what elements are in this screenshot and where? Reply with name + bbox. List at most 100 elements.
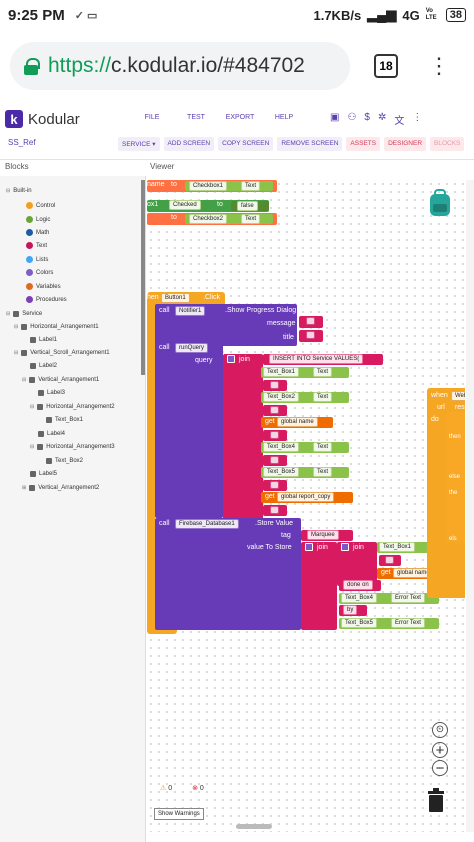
kodular-logo[interactable]: k Kodular xyxy=(5,110,80,128)
property-dropdown[interactable]: Checked xyxy=(169,200,201,210)
text-string-block[interactable]: by xyxy=(339,605,367,616)
blocks-workspace[interactable]: name to Checkbox1 Text ox1 Checked to fa… xyxy=(147,180,465,832)
component-dropdown[interactable]: Notifier1 xyxy=(175,306,206,316)
assets-button[interactable]: ASSETS xyxy=(346,137,381,151)
text-value[interactable]: Marquee xyxy=(307,530,339,540)
designer-button[interactable]: DESIGNER xyxy=(384,137,427,151)
tree-component[interactable]: ⊟Horizontal_Arrangement2 xyxy=(30,404,115,410)
component-dropdown[interactable]: Text_Box4 xyxy=(263,442,300,452)
browser-menu-icon[interactable]: ⋮ xyxy=(428,53,450,78)
join-block[interactable]: join xyxy=(337,542,377,586)
property-dropdown[interactable]: Text xyxy=(313,467,333,477)
tree-component[interactable]: Label3 xyxy=(38,390,65,396)
component-dropdown[interactable]: Text_Box5 xyxy=(341,618,378,628)
component-getter[interactable]: Text_Box5 Text xyxy=(261,467,349,478)
more-icon[interactable]: ⋮ xyxy=(412,112,423,123)
variable-dropdown[interactable]: global name xyxy=(277,417,318,427)
blocks-scrollbar[interactable] xyxy=(141,180,145,375)
tree-procedures[interactable]: Procedures xyxy=(26,296,67,303)
users-icon[interactable]: ⚇ xyxy=(347,112,357,123)
menu-file[interactable]: FILE xyxy=(144,114,160,121)
component-dropdown[interactable]: Text_Box1 xyxy=(263,367,300,377)
tree-component[interactable]: Text_Box2 xyxy=(46,458,83,464)
property-dropdown[interactable]: Text xyxy=(241,214,261,224)
tree-component[interactable]: Label1 xyxy=(30,337,57,343)
mutator-gear-icon[interactable] xyxy=(227,355,235,363)
translate-icon[interactable]: 文 xyxy=(394,116,405,127)
tree-component[interactable]: ⊟Vertical_Scroll_Arrangement1 xyxy=(14,350,110,356)
tree-component[interactable]: ⊞Vertical_Arrangement2 xyxy=(22,485,99,491)
component-dropdown[interactable]: Text_Box5 xyxy=(263,467,300,477)
tree-variables[interactable]: Variables xyxy=(26,283,61,290)
folder-add-icon[interactable]: ▣ xyxy=(330,112,340,123)
component-getter[interactable]: Checkbox2 Text xyxy=(185,214,273,224)
backpack-icon[interactable] xyxy=(427,188,453,218)
tree-component[interactable]: Text_Box1 xyxy=(46,417,83,423)
show-warnings-button[interactable]: Show Warnings xyxy=(154,808,204,820)
call-block[interactable]: call Notifier1 .Show Progress Dialog mes… xyxy=(155,304,297,346)
workspace-horizontal-scrollbar[interactable] xyxy=(236,824,272,829)
tree-math[interactable]: Math xyxy=(26,229,49,236)
property-dropdown[interactable]: Error Text xyxy=(391,618,425,628)
text-string-block[interactable] xyxy=(263,430,287,441)
join-block[interactable]: join xyxy=(301,542,337,630)
tree-component[interactable]: Label4 xyxy=(38,431,65,437)
tree-component[interactable]: ⊟Vertical_Arrangement1 xyxy=(22,377,99,383)
component-getter[interactable]: Text_Box2 Text xyxy=(261,392,349,403)
component-getter[interactable]: Text_Box4 Text xyxy=(261,442,349,453)
component-dropdown[interactable]: Web xyxy=(451,391,465,401)
tree-lists[interactable]: Lists xyxy=(26,256,48,263)
menu-test[interactable]: TEST xyxy=(187,114,205,121)
call-block[interactable]: call Firebase_Database1 .Store Value tag… xyxy=(155,518,301,630)
text-value[interactable]: done on xyxy=(343,580,373,590)
add-screen-button[interactable]: ADD SCREEN xyxy=(163,137,215,151)
trash-icon[interactable] xyxy=(427,788,445,812)
tree-logic[interactable]: Logic xyxy=(26,216,50,223)
dollar-icon[interactable]: $ xyxy=(364,112,370,123)
zoom-out-icon[interactable]: − xyxy=(432,760,448,776)
settings-icon[interactable]: ✲ xyxy=(377,112,387,123)
tree-control[interactable]: Control xyxy=(26,202,55,209)
property-dropdown[interactable]: Text xyxy=(241,181,261,191)
component-dropdown[interactable]: Checkbox2 xyxy=(189,214,228,224)
mutator-gear-icon[interactable] xyxy=(341,543,349,551)
tree-component[interactable]: Label5 xyxy=(30,471,57,477)
tree-builtin[interactable]: ⊟ Built-in xyxy=(6,188,32,194)
property-dropdown[interactable]: Text xyxy=(313,442,333,452)
component-dropdown[interactable]: Firebase_Database1 xyxy=(175,519,239,529)
zoom-in-icon[interactable]: + xyxy=(432,742,448,758)
call-block[interactable]: call runQuery query xyxy=(155,342,223,518)
mutator-gear-icon[interactable] xyxy=(305,543,313,551)
event-block[interactable]: hen Button1 .Click xyxy=(147,292,225,306)
tree-colors[interactable]: Colors xyxy=(26,269,53,276)
tree-component[interactable]: Label2 xyxy=(30,363,57,369)
procedure-dropdown[interactable]: runQuery xyxy=(175,343,209,353)
tree-component[interactable]: ⊟Horizontal_Arrangement3 xyxy=(30,444,115,450)
blocks-button[interactable]: BLOCKS xyxy=(430,137,465,151)
property-dropdown[interactable]: Text xyxy=(313,392,333,402)
tree-component[interactable]: ⊟Horizontal_Arrangement1 xyxy=(14,324,99,330)
copy-screen-button[interactable]: COPY SCREEN xyxy=(218,137,274,151)
workspace-vertical-scrollbar[interactable] xyxy=(466,180,474,832)
text-string-block[interactable] xyxy=(299,330,323,342)
component-dropdown[interactable]: Checkbox1 xyxy=(189,181,228,191)
text-string-block[interactable] xyxy=(263,405,287,416)
screen-select-button[interactable]: SERVICE ▾ xyxy=(118,137,160,151)
url-field[interactable]: https:// c.kodular.io/#484702 xyxy=(10,42,350,90)
component-getter[interactable]: Text_Box1 Text xyxy=(261,367,349,378)
text-string-block[interactable] xyxy=(263,505,287,516)
tab-switcher-button[interactable]: 18 xyxy=(374,54,398,78)
if-block-partial[interactable]: then else the els xyxy=(447,412,465,542)
component-getter[interactable]: Text_Box4 Error Text xyxy=(339,593,439,604)
text-string-block[interactable]: done on xyxy=(339,580,381,591)
recenter-icon[interactable]: ⊙ xyxy=(432,722,448,738)
text-string-block[interactable] xyxy=(263,380,287,391)
text-string-block[interactable] xyxy=(263,455,287,466)
text-string-block[interactable] xyxy=(379,555,401,566)
tree-service[interactable]: ⊟ Service xyxy=(6,311,42,317)
menu-help[interactable]: HELP xyxy=(274,114,294,121)
component-dropdown[interactable]: Button1 xyxy=(161,293,190,303)
boolean-dropdown[interactable]: false xyxy=(237,201,258,211)
text-string-block[interactable]: INSERT INTO Service VALUES( xyxy=(263,354,383,365)
text-value[interactable]: by xyxy=(343,605,358,615)
